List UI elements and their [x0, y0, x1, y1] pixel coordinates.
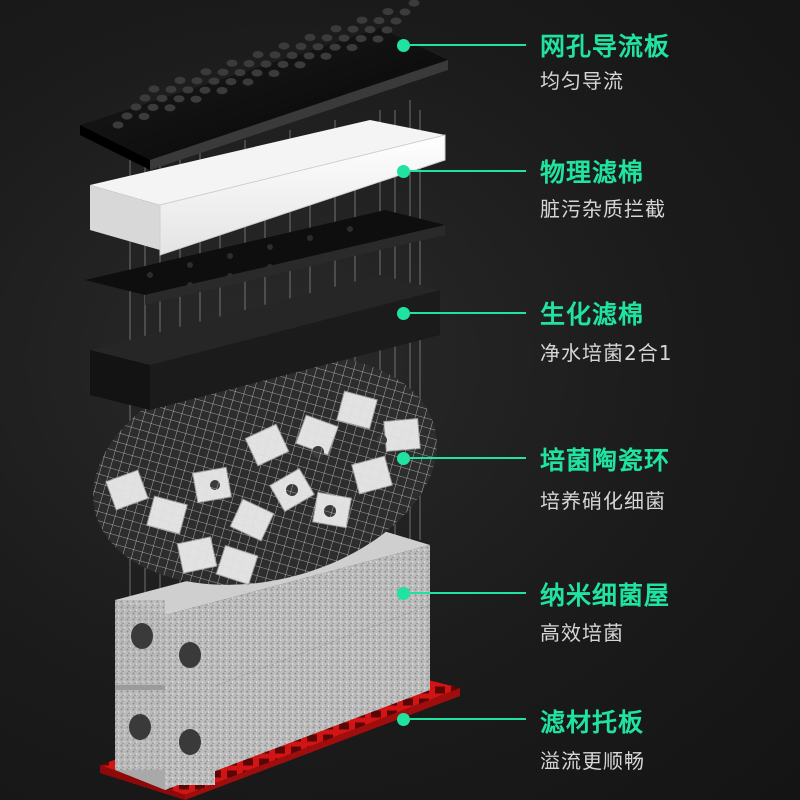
plate-hole — [268, 69, 280, 77]
callout-nano-house: 纳米细菌屋 高效培菌 — [0, 570, 800, 650]
plate-hole — [200, 68, 212, 76]
callout-support-tray: 滤材托板 溢流更顺畅 — [0, 700, 800, 780]
plate-hole — [112, 121, 124, 129]
plate-hole — [148, 85, 160, 93]
marker-dot — [397, 713, 410, 726]
plate-hole — [226, 59, 238, 67]
plate-hole — [199, 86, 211, 94]
callout-ceramic-rings: 培菌陶瓷环 培养硝化细菌 — [0, 438, 800, 518]
plate-hole — [373, 17, 385, 25]
plate-hole — [303, 52, 315, 60]
plate-hole — [312, 43, 324, 51]
plate-hole — [338, 34, 350, 42]
plate-hole — [286, 51, 298, 60]
plate-hole — [252, 51, 264, 59]
plate-hole — [364, 26, 376, 34]
plate-hole — [260, 60, 272, 68]
perforated-plate-graphic — [80, 0, 448, 170]
plate-hole — [216, 87, 228, 95]
plate-hole — [138, 112, 150, 120]
layer-subtitle: 净水培菌2合1 — [540, 341, 673, 365]
plate-hole — [164, 104, 176, 112]
plate-hole — [147, 103, 159, 111]
plate-hole — [347, 25, 359, 33]
marker-dot — [397, 165, 410, 178]
lower-plate-graphic — [85, 210, 445, 305]
plate-hole — [382, 8, 394, 16]
layer-title: 生化滤棉 — [540, 300, 645, 329]
plate-hole — [372, 35, 384, 43]
plate-hole — [217, 68, 229, 76]
plate-hole — [304, 33, 316, 42]
connector-line — [410, 170, 526, 172]
plate-hole — [190, 95, 202, 103]
plate-hole — [139, 94, 151, 102]
plate-hole — [277, 60, 289, 68]
plate-hole — [208, 77, 220, 85]
marker-dot — [397, 587, 410, 600]
callout-physical-sponge: 物理滤棉 脏污杂质拦截 — [0, 145, 800, 225]
marker-dot — [397, 307, 410, 320]
layer-subtitle: 均匀导流 — [540, 69, 624, 93]
connector-line — [410, 44, 526, 46]
plate-hole — [225, 78, 237, 86]
plate-hole — [174, 76, 186, 84]
plate-hole — [121, 112, 133, 120]
plate-hole — [242, 78, 254, 86]
connector-line — [410, 592, 526, 594]
callout-bio-sponge: 生化滤棉 净水培菌2合1 — [0, 290, 800, 370]
plate-hole — [321, 34, 333, 42]
plate-hole — [390, 17, 402, 25]
plate-hole — [156, 94, 168, 102]
plate-hole — [243, 60, 255, 68]
plate-hole — [408, 0, 420, 7]
layer-subtitle: 脏污杂质拦截 — [540, 197, 666, 221]
plate-hole — [278, 42, 290, 50]
plate-hole — [330, 25, 342, 33]
plate-hole — [173, 95, 185, 103]
connector-line — [410, 718, 526, 720]
connector-line — [410, 457, 526, 459]
plate-hole — [329, 43, 341, 51]
plate-hole — [356, 16, 368, 24]
ceramic-rings-graphic — [93, 355, 437, 586]
plate-hole — [165, 85, 177, 93]
plate-hole — [295, 42, 307, 51]
plate-hole — [381, 26, 393, 34]
callout-perforated-plate: 网孔导流板 均匀导流 — [0, 15, 800, 95]
marker-dot — [397, 452, 410, 465]
layer-title: 物理滤棉 — [540, 158, 645, 187]
layer-subtitle: 培养硝化细菌 — [540, 489, 666, 513]
plate-hole — [320, 52, 332, 60]
layer-subtitle: 高效培菌 — [540, 621, 624, 645]
physical-sponge-graphic — [90, 120, 446, 256]
plate-hole — [269, 51, 281, 59]
plate-hole — [346, 44, 358, 52]
layer-title: 培菌陶瓷环 — [540, 446, 671, 475]
plate-hole — [251, 69, 263, 77]
plate-hole — [355, 35, 367, 43]
bio-sponge-graphic — [90, 275, 440, 410]
layer-title: 滤材托板 — [540, 708, 645, 737]
layer-title: 纳米细菌屋 — [540, 581, 671, 610]
connector-line — [410, 312, 526, 314]
plate-hole — [130, 103, 142, 111]
plate-hole — [191, 77, 203, 85]
layer-title: 网孔导流板 — [540, 32, 671, 61]
plate-hole — [399, 8, 411, 16]
marker-dot — [397, 39, 410, 52]
plate-hole — [294, 61, 306, 69]
layer-subtitle: 溢流更顺畅 — [540, 749, 645, 773]
plate-hole — [234, 69, 246, 77]
plate-hole — [182, 86, 194, 94]
